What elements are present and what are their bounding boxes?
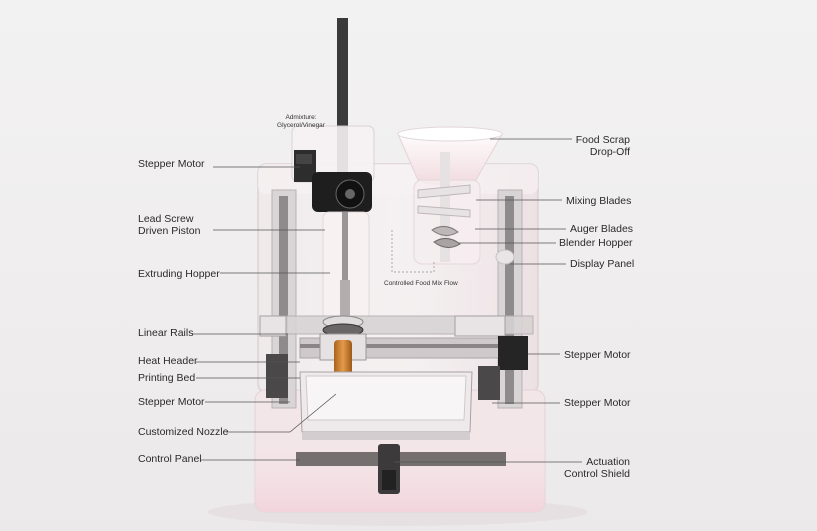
label-lead-screw: Lead Screw Driven Piston [138, 213, 201, 237]
lead-screw-top [337, 18, 348, 178]
label-extruding-hopper: Extruding Hopper [138, 268, 220, 280]
label-heat-header: Heat Header [138, 355, 198, 367]
leader-lines [192, 138, 582, 463]
flow-note: Controlled Food Mix Flow [384, 280, 458, 287]
admixture-tank [291, 125, 375, 183]
admixture-note: Admixture: Glycerol/Vinegar [277, 114, 325, 129]
label-stepper-motor-top: Stepper Motor [138, 158, 205, 170]
label-actuation-control-shield: Actuation Control Shield [564, 456, 630, 480]
label-printing-bed: Printing Bed [138, 372, 196, 384]
label-stepper-motor-right: Stepper Motor [564, 349, 631, 361]
label-display-panel: Display Panel [570, 258, 635, 270]
piston-carriage [312, 172, 372, 212]
flow-path [391, 230, 435, 273]
label-control-panel: Control Panel [138, 453, 202, 465]
display-panel [495, 249, 515, 265]
label-stepper-motor-bottom-right: Stepper Motor [564, 397, 631, 409]
label-customized-nozzle: Customized Nozzle [138, 426, 229, 438]
label-auger-blades: Auger Blades [570, 223, 634, 235]
extruding-hopper [322, 211, 370, 327]
label-mixing-blades: Mixing Blades [566, 195, 632, 207]
control-panel [296, 444, 506, 494]
label-stepper-motor-bottom-left: Stepper Motor [138, 396, 205, 408]
print-bed [266, 354, 500, 440]
label-blender-hopper: Blender Hopper [559, 237, 633, 249]
mixing-blades [417, 152, 471, 262]
label-linear-rails: Linear Rails [138, 327, 194, 339]
label-food-scrap: Food Scrap Drop-Off [575, 134, 630, 158]
